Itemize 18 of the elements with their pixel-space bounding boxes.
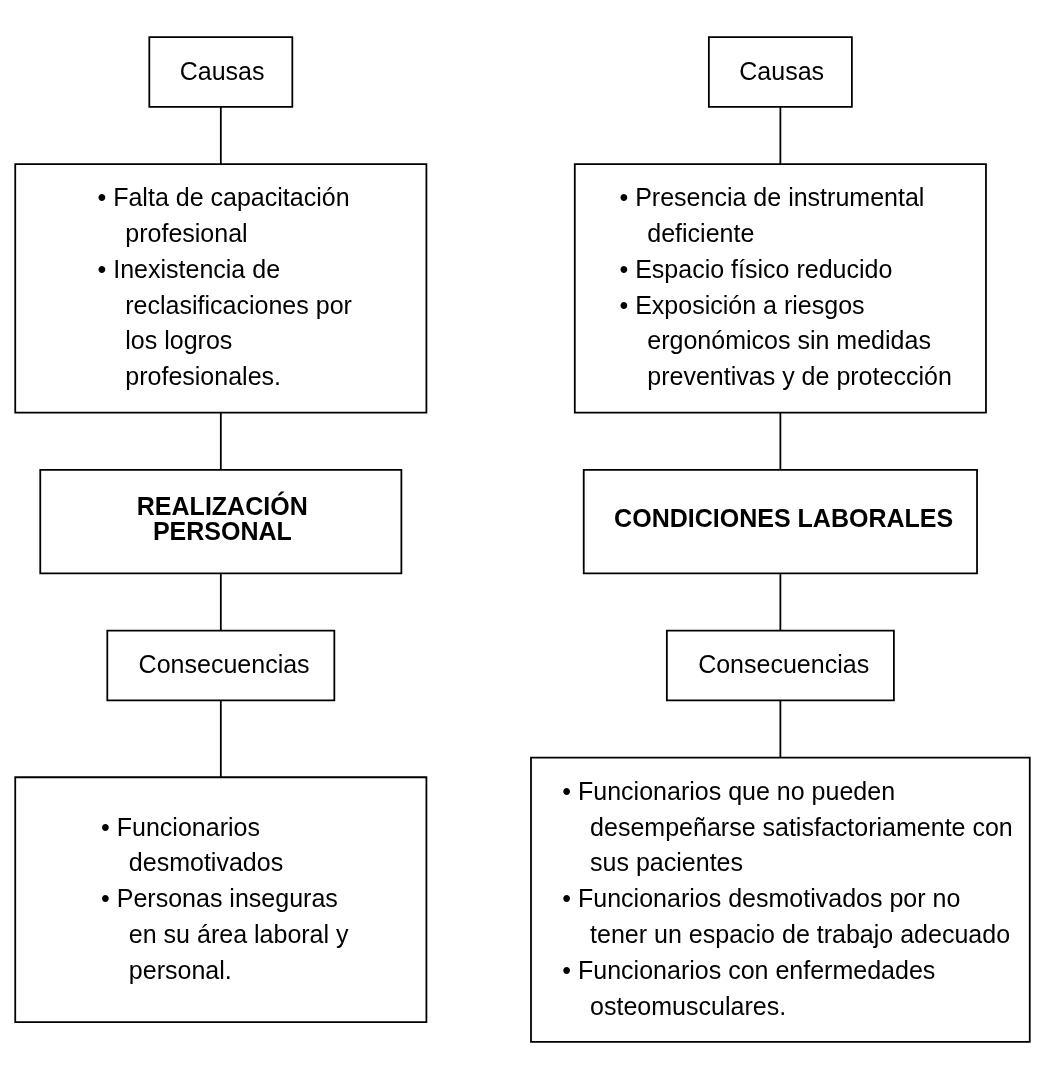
- connector: [779, 573, 782, 632]
- connector: [219, 573, 222, 632]
- node-box: CONDICIONES LABORALES: [582, 468, 978, 575]
- connector: [219, 106, 222, 165]
- node-box: • Presencia de instrumental deficiente • Espacio físico reducido • Exposición a riesgos ergonómicos sin medidas preventivas y de protección: [573, 163, 987, 414]
- node-box: Consecuencias: [106, 629, 336, 702]
- node-box: Causas: [707, 36, 853, 108]
- connector: [779, 106, 782, 165]
- node-box: • Funcionarios que no pueden desempeñarse satisfactoriamente con sus pacientes • Funcionarios desmotivados por no tener un espacio de trabajo adecuado • Funcionarios con enfermedades osteomusculares.: [530, 756, 1031, 1043]
- connector: [219, 699, 222, 778]
- connector: [219, 412, 222, 471]
- node-box: Consecuencias: [665, 629, 895, 702]
- node-box: • Funcionarios desmotivados • Personas inseguras en su área laboral y personal.: [14, 776, 428, 1024]
- connector: [779, 412, 782, 471]
- node-box: REALIZACIÓN PERSONAL: [39, 468, 403, 575]
- node-box: • Falta de capacitación profesional • Inexistencia de reclasificaciones por los logros profesionales.: [14, 163, 428, 414]
- connector: [779, 699, 782, 758]
- node-box: Causas: [148, 36, 294, 108]
